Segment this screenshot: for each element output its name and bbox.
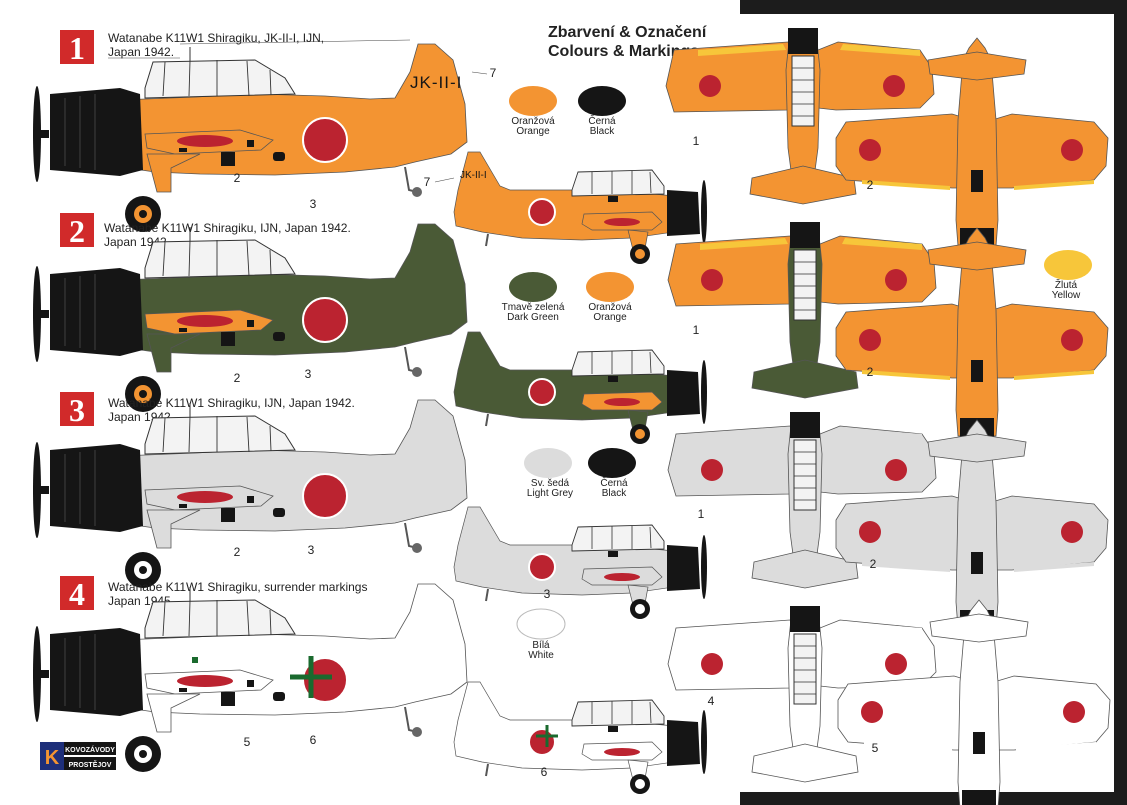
scheme-badge <box>60 30 94 64</box>
callout-number: 5 <box>244 735 251 749</box>
heading-line1: Zbarvení & Označení <box>548 24 707 41</box>
swatch-label-cs: Bílá <box>532 640 550 651</box>
scheme-title-line1: Watanabe K11W1 Shiragiku, IJN, Japan 194… <box>108 396 355 410</box>
scheme-badge <box>60 213 94 247</box>
scheme-1: 1 Watanabe K11W1 Shiragiku, JK-II-I, IJN… <box>32 26 1110 265</box>
callout-number: 5 <box>872 741 879 755</box>
green-square-marking <box>192 657 198 663</box>
callout-number: 3 <box>305 367 312 381</box>
scheme-3: 3 Watanabe K11W1 Shiragiku, IJN, Japan 1… <box>32 392 1110 644</box>
swatch-label-cs: Černá <box>600 476 628 489</box>
scheme-badge-number: 1 <box>69 30 85 66</box>
scheme-4: 4 Watanabe K11W1 Shiragiku, surrender ma… <box>32 576 1112 805</box>
callout-number: 1 <box>698 507 705 521</box>
swatch-dark-green <box>509 272 557 302</box>
swatch-label-cs: Oranžová <box>588 302 632 313</box>
callout-number: 2 <box>234 171 241 185</box>
swatches: Oranžová Orange Černá Black <box>509 86 626 137</box>
scheme-title-line1: Watanabe K11W1 Shiragiku, JK-II-I, IJN, <box>108 31 324 45</box>
green-cross-marking <box>290 656 332 698</box>
callout-number: 2 <box>234 371 241 385</box>
scheme-badge <box>60 576 94 610</box>
swatch-label-en: Yellow <box>1052 290 1081 301</box>
swatches: Tmavě zelená Dark Green Oranžová Orange … <box>502 250 1092 323</box>
kovozavody-logo: K KOVOZÁVODY PROSTĚJOV <box>40 742 116 770</box>
scheme-title-line2: Japan 1942. <box>108 45 174 59</box>
swatch-black <box>578 86 626 116</box>
tail-code: JK-II-I <box>410 73 462 92</box>
swatch-label-en: Black <box>602 488 627 499</box>
callout-number: 6 <box>310 733 317 747</box>
callout-number: 2 <box>867 365 874 379</box>
scheme-title-line1: Watanabe K11W1 Shiragiku, IJN, Japan 194… <box>104 221 351 235</box>
scheme-title-line1: Watanabe K11W1 Shiragiku, surrender mark… <box>108 580 367 594</box>
swatch-label-cs: Žlutá <box>1055 278 1078 291</box>
callout-number: 3 <box>310 197 317 211</box>
callout-number: 7 <box>490 66 497 80</box>
swatch-label-en: White <box>528 650 554 661</box>
logo-letter: K <box>45 747 60 769</box>
scheme-2: 2 Watanabe K11W1 Shiragiku, IJN, Japan 1… <box>32 213 1110 452</box>
callout-number: 3 <box>308 543 315 557</box>
small-tail-code: JK-II-I <box>460 170 487 181</box>
logo-band-bottom <box>64 757 116 770</box>
callout-number: 1 <box>693 134 700 148</box>
swatch-label-en: Orange <box>593 312 627 323</box>
swatch-label-en: Black <box>590 126 615 137</box>
swatch-label-cs: Oranžová <box>511 116 555 127</box>
scheme-badge-number: 4 <box>69 576 85 612</box>
scheme-badge-number: 2 <box>69 213 85 249</box>
logo-band-top <box>64 742 116 755</box>
swatch-white <box>516 608 566 640</box>
swatch-label-en: Dark Green <box>507 312 559 323</box>
swatch-orange <box>586 272 634 302</box>
swatch-label-cs: Tmavě zelená <box>502 302 565 313</box>
callout-number: 4 <box>708 694 715 708</box>
swatch-label-en: Light Grey <box>527 488 573 499</box>
green-cross-marking <box>536 725 558 747</box>
swatch-light-grey <box>524 448 572 478</box>
swatches: Sv. šedá Light Grey Černá Black <box>524 448 636 499</box>
swatch-orange <box>509 86 557 116</box>
logo-text-top: KOVOZÁVODY <box>65 745 115 754</box>
swatch-label-cs: Černá <box>588 114 616 127</box>
swatch-yellow <box>1044 250 1092 280</box>
callout-number: 7 <box>424 175 431 189</box>
swatches: Bílá White <box>516 608 566 661</box>
logo-emblem <box>40 742 64 770</box>
scheme-badge-number: 3 <box>69 392 85 428</box>
heading-line2: Colours & Markings <box>548 43 699 60</box>
callout-number: 2 <box>234 545 241 559</box>
callout-number: 3 <box>544 587 551 601</box>
swatch-label-en: Orange <box>516 126 550 137</box>
swatch-black <box>588 448 636 478</box>
callout-number: 6 <box>541 765 548 779</box>
callout-number: 1 <box>693 323 700 337</box>
scheme-badge <box>60 392 94 426</box>
callout-number: 2 <box>870 557 877 571</box>
swatch-label-cs: Sv. šedá <box>531 478 570 489</box>
callout-number: 2 <box>867 178 874 192</box>
logo-text-bottom: PROSTĚJOV <box>69 760 112 769</box>
